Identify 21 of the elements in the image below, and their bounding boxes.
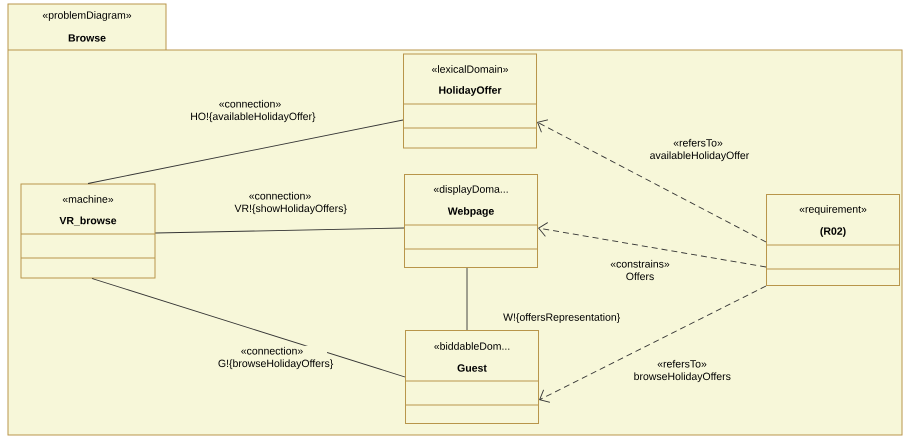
edge-label: «connection» G!{browseHolidayOffers} — [216, 346, 334, 370]
class-box: «machine» VR_browse — [20, 184, 156, 278]
class-box: «lexicalDomain» HolidayOffer — [403, 54, 538, 148]
node-label: Browse — [68, 34, 106, 42]
edge-label: «constrains» Offers — [608, 258, 672, 282]
connector — [466, 268, 468, 330]
edge-label: «connection» VR!{showHolidayOffers} — [233, 190, 347, 216]
connector — [155, 228, 404, 234]
connector — [92, 278, 406, 378]
connector — [538, 222, 766, 268]
class-box: «requirement» (R02) — [766, 194, 901, 286]
class-box: «biddableDom... Guest — [405, 330, 540, 424]
edge-label: «refersTo» browseHolidayOffers — [632, 358, 732, 384]
edge-label: «refersTo» availableHolidayOffer — [648, 138, 750, 162]
connector — [88, 120, 404, 184]
node-label: «problemDiagram» — [42, 11, 132, 21]
class-box: «displayDoma... Webpage — [404, 174, 538, 268]
connector — [539, 286, 766, 403]
connector — [537, 119, 766, 242]
edge-label: «connection» HO!{availableHolidayOffer} — [189, 98, 316, 124]
edge-label: W!{offersRepresentation} — [502, 312, 620, 324]
